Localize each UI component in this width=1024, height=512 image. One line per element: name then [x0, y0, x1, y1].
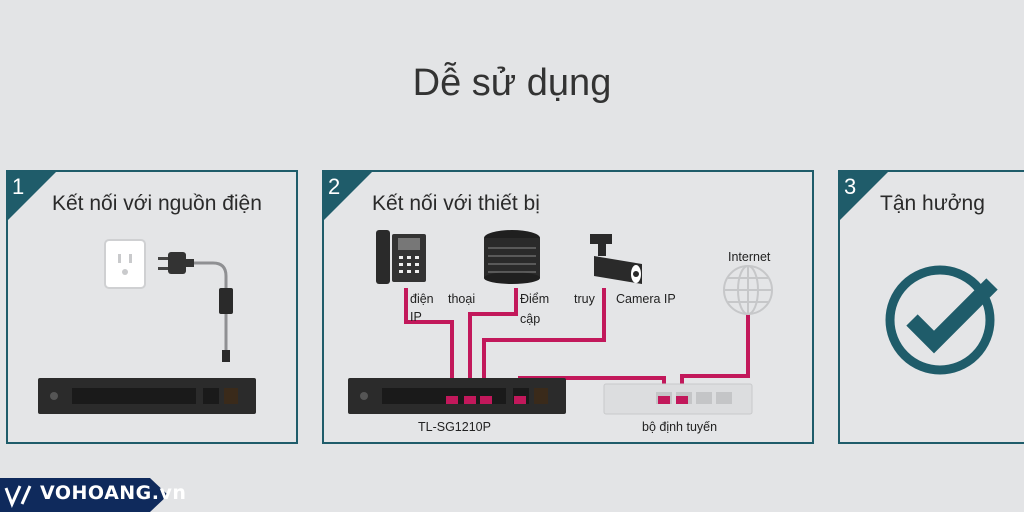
page-title: Dễ sử dụng — [412, 62, 612, 104]
power-illustration — [38, 239, 256, 414]
ip-camera-label: Camera IP — [616, 292, 676, 306]
switch-device — [38, 378, 256, 414]
device-connection-diagram — [348, 230, 773, 415]
access-point-label-2: cập — [520, 312, 541, 326]
switch-label: TL-SG1210P — [418, 420, 491, 434]
checkmark-icon — [885, 265, 998, 375]
step-title: Kết nối với thiết bị — [372, 192, 540, 215]
ip-phone-label-2: IP — [410, 310, 422, 324]
power-outlet-icon — [104, 239, 146, 289]
ip-camera-icon — [590, 234, 642, 284]
step-1-panel: 1 Kết nối với nguồn điện — [6, 170, 298, 444]
step-badge — [324, 172, 372, 220]
internet-label: Internet — [728, 250, 771, 264]
step-number: 1 — [12, 174, 25, 199]
access-point-label: Điểm — [520, 292, 550, 306]
step-title: Tận hưởng — [880, 192, 985, 215]
success-illustration — [885, 265, 998, 375]
step-badge — [8, 172, 56, 220]
switch-device — [348, 378, 566, 414]
access-point-icon — [484, 230, 540, 284]
power-plug-icon — [158, 252, 233, 362]
globe-icon — [723, 265, 773, 315]
step-number: 2 — [328, 174, 341, 199]
access-point-label-3: truy — [574, 292, 595, 306]
ip-phone-label-3: thoại — [448, 292, 476, 306]
step-3-panel: 3 Tận hưởng — [838, 170, 1024, 444]
brand-banner — [0, 478, 168, 512]
router-device — [603, 383, 753, 415]
step-2-panel: 2 Kết nối với thiết bị — [322, 170, 814, 444]
step-badge — [840, 172, 888, 220]
ip-phone-label: điện — [410, 292, 434, 306]
ip-phone-icon — [376, 230, 426, 284]
step-number: 3 — [844, 174, 857, 199]
brand-text: VOHOANG.vn — [40, 482, 187, 504]
step-title: Kết nối với nguồn điện — [52, 192, 262, 215]
brand-logo-icon — [4, 485, 32, 508]
router-label: bộ định tuyến — [642, 420, 718, 434]
